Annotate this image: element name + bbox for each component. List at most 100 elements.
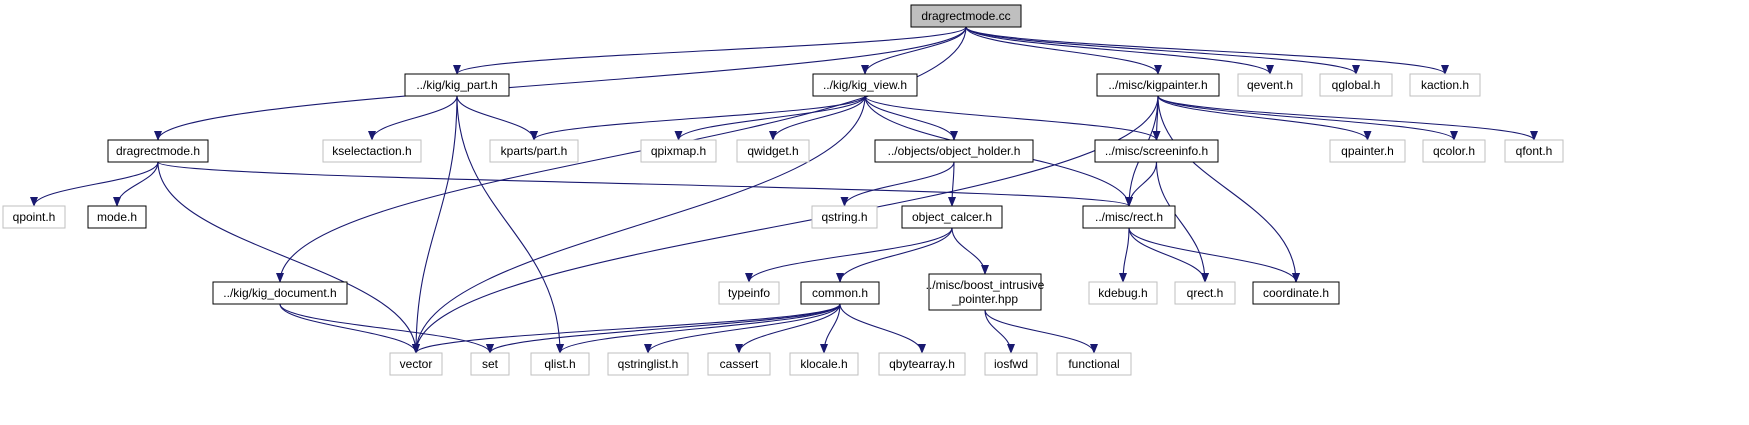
node-coordinate[interactable]: coordinate.h [1252, 281, 1340, 305]
node-box [107, 139, 209, 163]
node-label: qglobal.h [1332, 78, 1381, 92]
edge-kigpainter-to-qfont [1157, 95, 1538, 141]
node-kig_part[interactable]: ../kig/kig_part.h [404, 73, 510, 97]
node-kaction: kaction.h [1409, 73, 1481, 97]
node-qevent: qevent.h [1237, 73, 1303, 97]
edge-root-to-kig_document [276, 26, 967, 283]
node-qlist: qlist.h [530, 352, 590, 376]
edge-screeninfo-to-qrect [1155, 161, 1209, 283]
edge-root-to-kaction [965, 26, 1449, 75]
node-cassert: cassert [707, 352, 771, 376]
node-label: klocale.h [800, 357, 847, 371]
node-label: set [482, 357, 499, 371]
node-object_calcer[interactable]: object_calcer.h [901, 205, 1003, 229]
edge-boost_ptr-to-functional [984, 309, 1098, 354]
node-box [874, 139, 1034, 163]
edge-root-to-kig_part [453, 26, 967, 75]
node-box [2, 205, 66, 229]
node-label: kparts/part.h [501, 144, 568, 158]
node-qcolor: qcolor.h [1422, 139, 1486, 163]
node-box [1096, 73, 1220, 97]
node-box [1504, 139, 1564, 163]
node-box [1082, 205, 1176, 229]
node-kig_view[interactable]: ../kig/kig_view.h [812, 73, 918, 97]
node-box [707, 352, 771, 376]
node-box [878, 352, 966, 376]
edge-kig_part-to-kparts [456, 95, 538, 141]
edge-kig_document-to-set [279, 303, 494, 354]
node-box [470, 352, 510, 376]
edge-kig_part-to-kselectaction [368, 95, 458, 141]
edge-kig_view-to-object_holder [864, 95, 958, 141]
node-mode[interactable]: mode.h [87, 205, 147, 229]
node-label: qcolor.h [1433, 144, 1475, 158]
node-box [1174, 281, 1236, 305]
node-qglobal: qglobal.h [1319, 73, 1393, 97]
node-kparts: kparts/part.h [489, 139, 579, 163]
node-label: ../misc/screeninfo.h [1105, 144, 1208, 158]
node-label: ../misc/boost_intrusive [926, 278, 1045, 292]
node-boost_ptr[interactable]: ../misc/boost_intrusive_pointer.hpp [926, 273, 1045, 311]
node-box [1088, 281, 1158, 305]
edge-dragrectmode_h-to-vector [157, 161, 420, 354]
node-kselectaction: kselectaction.h [322, 139, 422, 163]
node-dragrectmode_h[interactable]: dragrectmode.h [107, 139, 209, 163]
edge-kig_view-to-vector [412, 95, 866, 354]
node-label: qpixmap.h [651, 144, 706, 158]
edge-common-to-vector [412, 303, 841, 354]
edge-common-to-qstringlist [644, 303, 841, 354]
edge-kig_view-to-qwidget [769, 95, 866, 141]
edge-kigpainter-to-qcolor [1157, 95, 1458, 141]
node-box [1252, 281, 1340, 305]
node-root: dragrectmode.cc [910, 4, 1022, 28]
node-label: ../objects/object_holder.h [888, 144, 1021, 158]
edge-rect-to-qrect [1128, 227, 1209, 283]
node-box [901, 205, 1003, 229]
node-label: vector [400, 357, 433, 371]
edge-kig_view-to-screeninfo [864, 95, 1161, 141]
node-label: qstring.h [821, 210, 867, 224]
node-box [607, 352, 689, 376]
node-rect[interactable]: ../misc/rect.h [1082, 205, 1176, 229]
node-label: typeinfo [728, 286, 770, 300]
node-box [928, 273, 1042, 311]
node-label: coordinate.h [1263, 286, 1329, 300]
node-kig_document[interactable]: ../kig/kig_document.h [212, 281, 348, 305]
node-box [800, 281, 880, 305]
node-label: qrect.h [1187, 286, 1224, 300]
node-qfont: qfont.h [1504, 139, 1564, 163]
node-label: ../misc/rect.h [1095, 210, 1163, 224]
node-qpainter: qpainter.h [1329, 139, 1406, 163]
node-box [322, 139, 422, 163]
node-label: ../kig/kig_part.h [416, 78, 497, 92]
edge-kigpainter-to-coordinate [1157, 95, 1300, 283]
edge-object_calcer-to-typeinfo [745, 227, 953, 283]
edge-common-to-klocale [820, 303, 841, 354]
edge-kig_view-to-qpixmap [674, 95, 866, 141]
node-label: ../kig/kig_view.h [823, 78, 907, 92]
edge-object_holder-to-qstring [840, 161, 955, 207]
node-box [640, 139, 717, 163]
node-box [812, 73, 918, 97]
edge-root-to-qevent [965, 26, 1274, 75]
edge-kigpainter-to-vector [412, 95, 1159, 354]
node-label: qpainter.h [1341, 144, 1394, 158]
node-box [1056, 352, 1132, 376]
node-screeninfo[interactable]: ../misc/screeninfo.h [1094, 139, 1219, 163]
node-object_holder[interactable]: ../objects/object_holder.h [874, 139, 1034, 163]
node-vector: vector [389, 352, 443, 376]
node-box [1409, 73, 1481, 97]
node-box [404, 73, 510, 97]
edge-dragrectmode_h-to-qpoint [30, 161, 159, 207]
node-label: qbytearray.h [889, 357, 955, 371]
edge-common-to-cassert [735, 303, 841, 354]
node-box [530, 352, 590, 376]
node-qrect: qrect.h [1174, 281, 1236, 305]
node-common[interactable]: common.h [800, 281, 880, 305]
edge-rect-to-kdebug [1119, 227, 1130, 283]
node-label: _pointer.hpp [951, 292, 1018, 306]
node-kigpainter[interactable]: ../misc/kigpainter.h [1096, 73, 1220, 97]
edge-kig_part-to-qlist [456, 95, 564, 354]
edge-dragrectmode_h-to-rect [157, 161, 1133, 207]
